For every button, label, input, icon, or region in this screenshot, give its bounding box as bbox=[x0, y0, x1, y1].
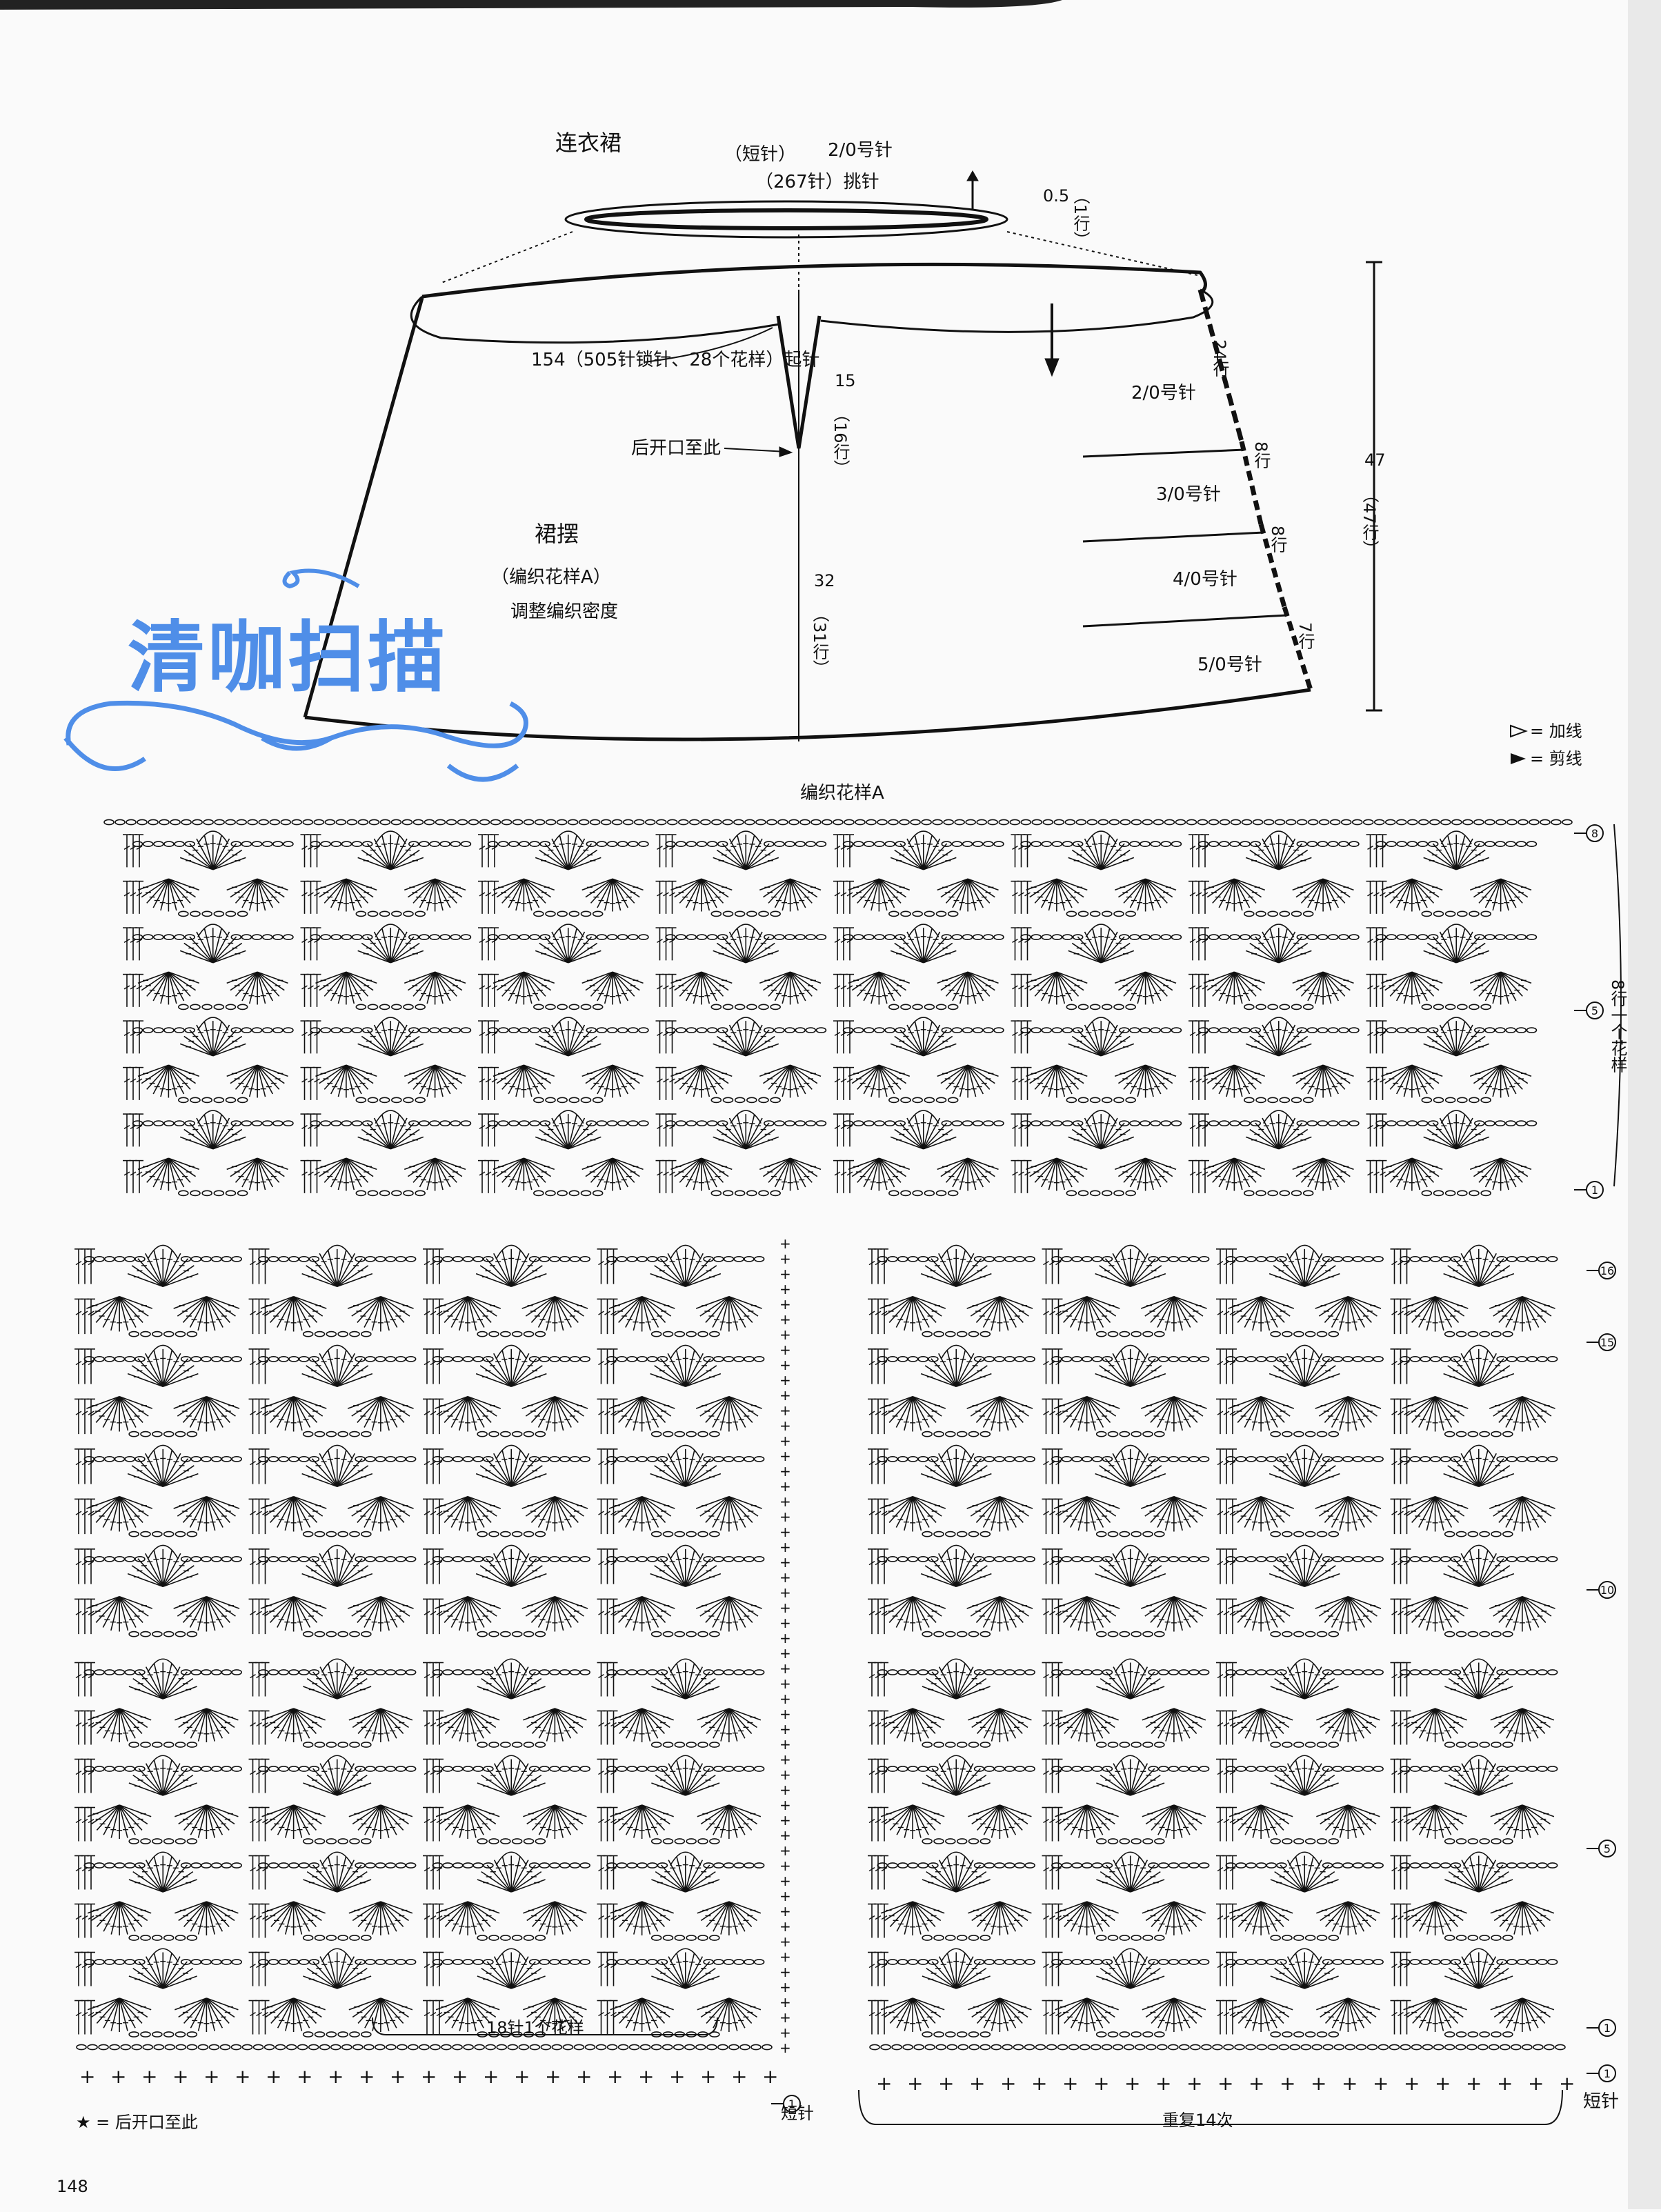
watermark-text: 清咖扫描 bbox=[128, 613, 448, 703]
legend-cut: = 剪线 bbox=[1530, 749, 1582, 768]
side-hook-3: 4/0号针 bbox=[1173, 569, 1237, 590]
edging-stitch: （短针） bbox=[724, 144, 796, 165]
skirt-title: 裙摆 bbox=[535, 521, 579, 547]
row-marker-top-5: 5 bbox=[1574, 1002, 1603, 1019]
side-rows-2: 8行 bbox=[1251, 441, 1271, 468]
repeat-note: 8行一个花样 bbox=[1608, 979, 1627, 1073]
page-edge bbox=[1628, 0, 1661, 2209]
edging-width: 0.5 bbox=[1043, 186, 1069, 206]
chart-annotations bbox=[372, 824, 1621, 2124]
edging-rows: （1行） bbox=[1071, 188, 1090, 248]
edging-band bbox=[586, 210, 986, 228]
skirt-pattern: （编织花样A） bbox=[491, 567, 611, 588]
slit-footnote: ★ = 后开口至此 bbox=[76, 2113, 198, 2132]
page-number: 148 bbox=[57, 2177, 88, 2196]
row-marker-bottom-5: 5 bbox=[1587, 1840, 1615, 1857]
side-rows-3: 8行 bbox=[1268, 526, 1287, 552]
base-stitch-right: 短针 bbox=[1583, 2091, 1619, 2112]
legend: = 加线 = 剪线 bbox=[1511, 721, 1582, 768]
slit-note: 后开口至此 bbox=[631, 438, 721, 459]
center-length: 32 bbox=[814, 571, 835, 590]
side-sections: 24行 2/0号针 8行 3/0号针 8行 4/0号针 7行 5/0号针 bbox=[1131, 339, 1315, 675]
cut-icon bbox=[1511, 753, 1526, 764]
row-marker-top-8: 8 bbox=[1574, 825, 1603, 841]
garment-title: 连衣裙 bbox=[555, 130, 621, 156]
row-marker-bottom-15: 15 bbox=[1587, 1334, 1615, 1351]
base-stitch-left: 短针 bbox=[781, 2104, 814, 2123]
side-hook-4: 5/0号针 bbox=[1197, 655, 1262, 675]
center-rows: （31行） bbox=[810, 606, 829, 677]
hem-cast-on: 154（505针锁针、28个花样）起针 bbox=[531, 350, 819, 370]
side-hook-1: 2/0号针 bbox=[1131, 383, 1196, 403]
slit-rows: （16行） bbox=[830, 406, 850, 477]
total-rows: （47行） bbox=[1360, 486, 1379, 557]
row-marker-bottom-16: 16 bbox=[1587, 1262, 1615, 1279]
edging-ellipse-outer bbox=[566, 201, 1007, 237]
increase-icon bbox=[1511, 726, 1526, 737]
side-hook-2: 3/0号针 bbox=[1156, 484, 1221, 505]
side-rows-1: 24行 bbox=[1210, 339, 1229, 377]
slit-length: 15 bbox=[835, 371, 856, 390]
motif-note: 18针1个花样 bbox=[486, 2018, 584, 2037]
edging-pickup: （267针）挑针 bbox=[755, 172, 879, 192]
chart-title: 编织花样A bbox=[800, 783, 884, 804]
row-marker-base-right: 1 bbox=[1587, 2065, 1615, 2082]
legend-increase: = 加线 bbox=[1530, 721, 1582, 741]
side-rows-4: 7行 bbox=[1295, 622, 1315, 649]
edging-hook: 2/0号针 bbox=[828, 140, 893, 161]
total-length: 47 bbox=[1364, 450, 1386, 470]
row-marker-bottom-10: 10 bbox=[1587, 1582, 1615, 1598]
crochet-chart: ++++++++++++++++++++++++++++++++++++++++… bbox=[74, 819, 1575, 2095]
repeat-times: 重复14次 bbox=[1162, 2111, 1233, 2130]
top-dark-edge bbox=[0, 0, 1062, 10]
row-marker-top-1: 1 bbox=[1574, 1182, 1603, 1198]
row-marker-bottom-1: 1 bbox=[1587, 2020, 1615, 2036]
skirt-note: 调整编织密度 bbox=[510, 601, 618, 622]
skirt-hem bbox=[305, 690, 1311, 739]
watermark: 清咖扫描 bbox=[66, 571, 526, 780]
